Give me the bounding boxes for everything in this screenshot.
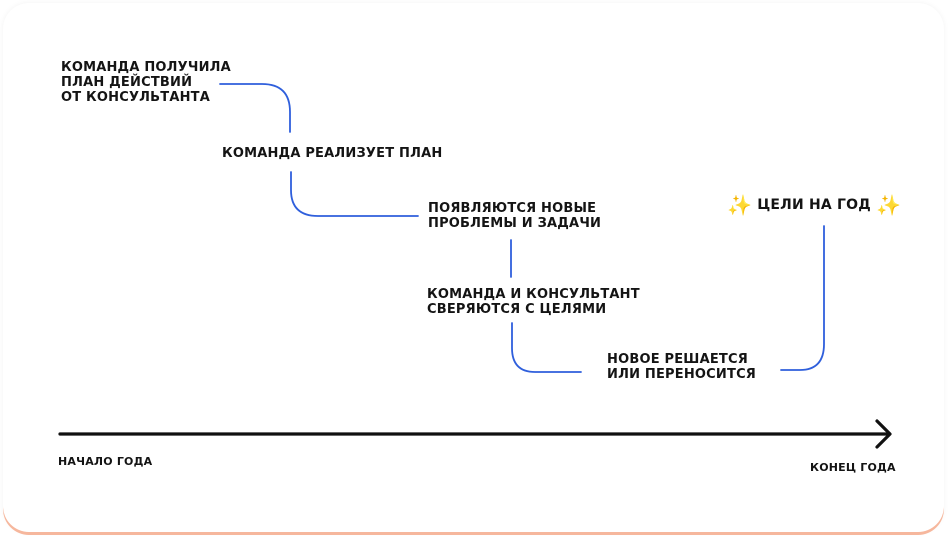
diagram-card: [3, 3, 944, 532]
connector-1: [219, 83, 291, 133]
axis-start-label: НАЧАЛО ГОДА: [58, 455, 153, 468]
goal-label: ✨ Цели на год ✨: [727, 193, 902, 217]
time-axis-arrowhead: [875, 419, 892, 449]
axis-end-label: КОНЕЦ ГОДА: [810, 461, 896, 474]
step-1-label: Команда получила план действий от консул…: [61, 60, 231, 105]
step-2-label: Команда реализует план: [222, 146, 443, 161]
connector-2: [290, 171, 419, 217]
step-5-label: Новое решается или переносится: [607, 352, 757, 382]
connector-5: [780, 225, 825, 371]
step-3-label: Появляются новые проблемы и задачи: [428, 201, 602, 231]
step-4-label: Команда и консультант сверяются с целями: [427, 287, 640, 317]
sparkles-icon: ✨: [727, 193, 753, 217]
connector-4: [511, 322, 582, 373]
sparkles-icon: ✨: [875, 193, 902, 217]
